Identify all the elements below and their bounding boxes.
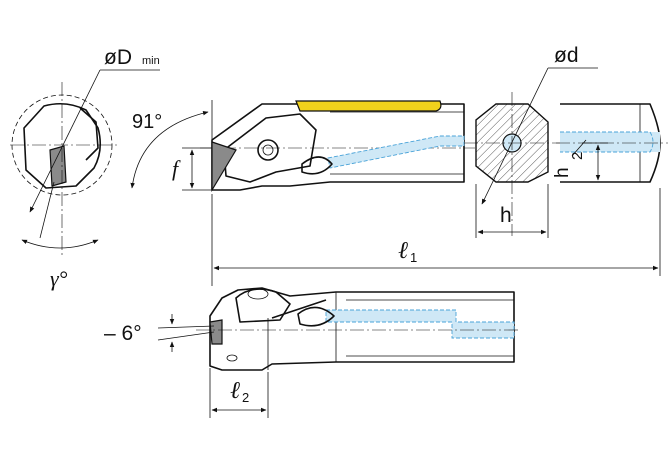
h-half-denominator: 2 [569,152,586,160]
gamma-extension-1 [39,181,55,239]
inclination-label: – 6° [104,322,142,345]
approach-angle-arc [130,110,209,189]
d-min-label: øD [104,46,132,69]
bottom-plan-view: – 6° ℓ 2 [104,287,520,418]
top-view-yellow-pad [295,100,442,112]
clamp-screw [257,139,279,161]
l1-label: ℓ [398,238,408,264]
end-view-head-outline [23,102,102,189]
plan-view-nozzle [297,306,335,327]
end-view-detail: øD min γ° [10,46,160,291]
right-side-profile: h 2 [552,103,668,183]
top-view-insert [211,141,237,193]
gamma-label: γ° [50,266,68,291]
l2-subscript: 2 [242,390,249,405]
l1-subscript: 1 [410,250,417,265]
coolant-nozzle [301,156,333,175]
l2-label: ℓ [230,378,240,404]
approach-angle-label: 91° [132,111,162,133]
d-min-subscript: min [142,55,160,67]
top-view-body [211,103,465,191]
end-view-clamp [79,107,99,161]
shank-d-leader [481,67,549,205]
h-half-label: h [552,167,573,178]
f-label: f [172,156,181,181]
top-side-view: 91° f [130,100,475,193]
gamma-arc [21,239,99,249]
l1-dimension: ℓ 1 [211,188,661,286]
h-label: h [500,204,512,227]
shank-d-label: ød [554,44,579,67]
shank-cross-section: ød h [464,44,598,238]
top-view-clamp [223,113,317,183]
d-min-leader [29,69,101,213]
